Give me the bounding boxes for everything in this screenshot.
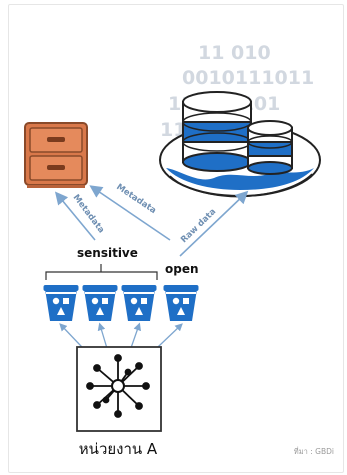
buckets-row (43, 285, 199, 321)
flow-arrows (54, 185, 249, 257)
diagram-card (8, 4, 344, 473)
binary-row: 0010111011 (182, 67, 314, 89)
data-bucket-icon (43, 285, 79, 321)
database-large-icon (182, 91, 252, 172)
label-metadata-center: Metadata (114, 182, 158, 216)
source-label: ที่มา : GBDi (294, 446, 334, 456)
network-hub-icon (86, 354, 150, 418)
binary-row: 11 010 (198, 42, 271, 64)
sensitive-bracket (45, 264, 158, 280)
data-lake-icon (159, 91, 321, 198)
data-bucket-icon (163, 285, 199, 321)
arrow-metadata-left (54, 191, 96, 241)
data-bucket-icon (82, 285, 118, 321)
arrow-raw-data (179, 190, 249, 257)
data-bucket-icon (121, 285, 157, 321)
arrow-metadata-center (89, 185, 171, 241)
label-sensitive: sensitive (77, 246, 138, 260)
label-metadata-left: Metadata (71, 193, 107, 236)
organization-label: หน่วยงาน A (79, 440, 158, 458)
label-open: open (165, 262, 199, 276)
database-small-icon (247, 120, 293, 175)
file-cabinet-icon (24, 122, 88, 188)
